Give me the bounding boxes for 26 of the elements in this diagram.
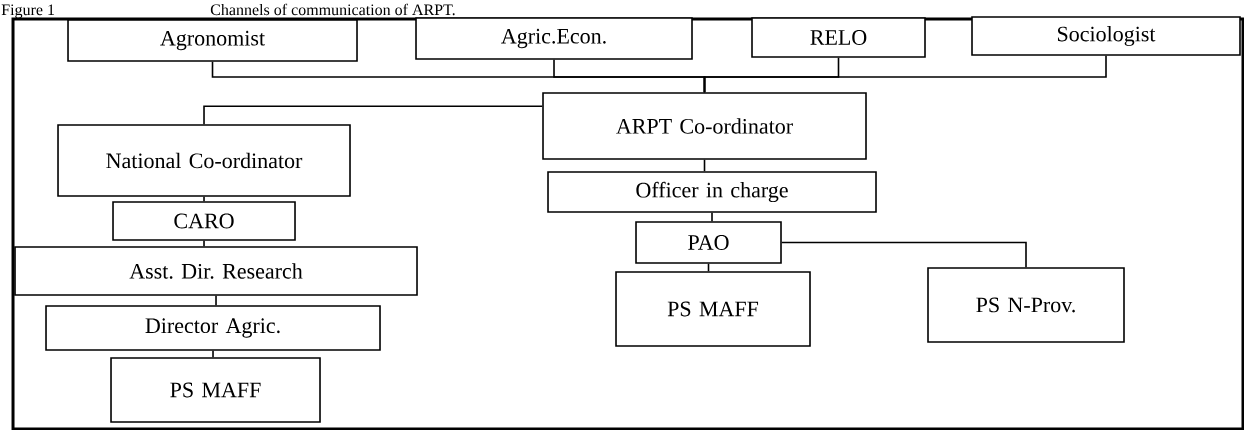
org-box: Officer in charge	[547, 171, 877, 213]
staff-box: Agric.Econ.	[415, 17, 693, 60]
org-box: PS MAFF	[110, 357, 321, 423]
org-box: PAO	[635, 221, 782, 264]
connector-line	[703, 159, 706, 172]
org-box: CARO	[112, 201, 296, 241]
figure-title: Channels of communication of ARPT.	[210, 3, 455, 16]
connector-line	[707, 263, 710, 272]
connector-line	[203, 105, 543, 125]
connector-line	[203, 240, 205, 247]
connector-line	[203, 196, 205, 202]
staff-box: Sociologist	[971, 16, 1241, 56]
org-box: ARPT Co-ordinator	[542, 92, 867, 160]
connector-line	[212, 350, 214, 358]
staff-box: RELO	[751, 17, 926, 58]
connector-line	[711, 212, 713, 222]
staff-box: Agronomist	[67, 19, 358, 62]
org-box: National Co-ordinator	[57, 124, 351, 197]
org-box: PS N-Prov.	[927, 267, 1125, 343]
connector-line	[215, 295, 217, 306]
org-box: PS MAFF	[615, 271, 811, 347]
org-box: Asst. Dir. Research	[14, 246, 418, 296]
figure-number: Figure 1	[1, 4, 55, 19]
connector-line	[703, 55, 1107, 93]
org-box: Director Agric.	[45, 305, 381, 351]
connector-line	[781, 241, 1027, 268]
